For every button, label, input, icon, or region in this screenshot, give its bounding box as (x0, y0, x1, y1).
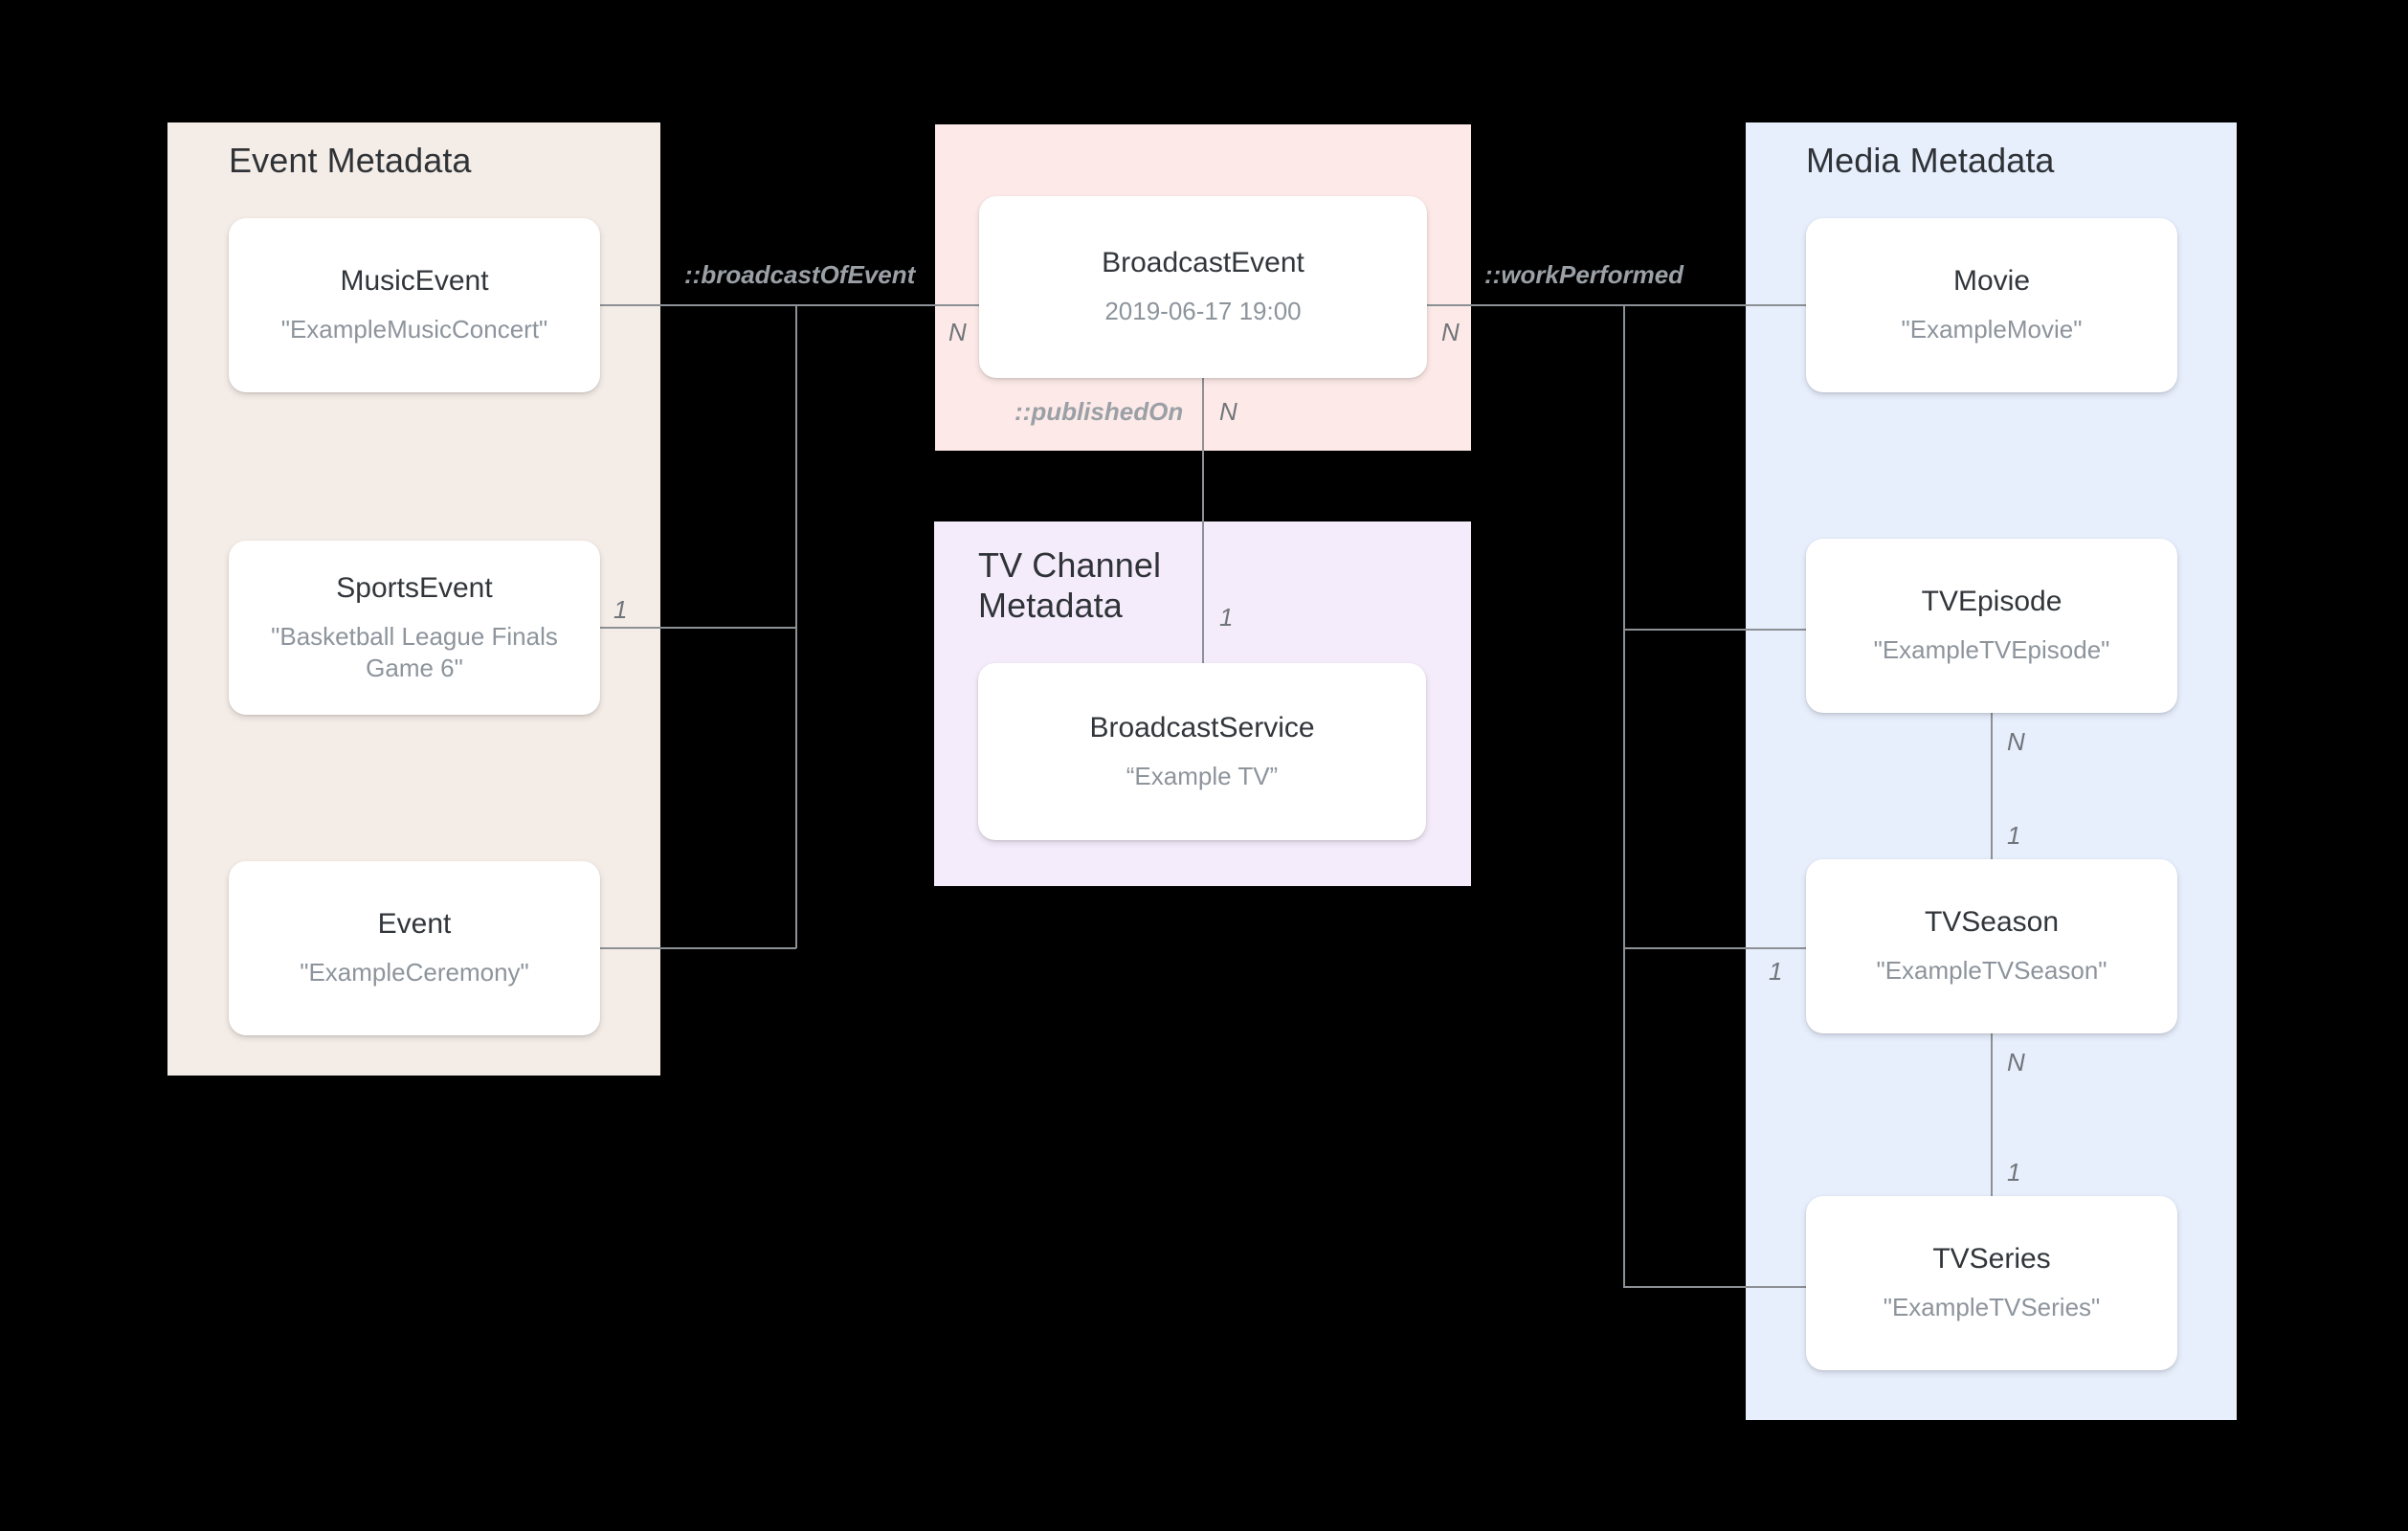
node-title-broadcast-event: BroadcastEvent (1102, 247, 1304, 279)
group-title-tv-channel-metadata: TV Channel Metadata (978, 545, 1162, 626)
connector-tv-series-stub (1623, 1286, 1810, 1288)
node-sports-event[interactable]: SportsEvent "Basketball League Finals Ga… (229, 541, 600, 715)
cardinality-series-1: 1 (2007, 1158, 2021, 1187)
cardinality-media-trunk-1: 1 (1769, 957, 1783, 986)
connector-tv-season-stub (1623, 947, 1810, 949)
node-title-tv-season: TVSeason (1924, 906, 2060, 939)
node-subtitle-movie: "ExampleMovie" (1901, 315, 2083, 344)
node-subtitle-sports-event: "Basketball League Finals Game 6" (271, 621, 558, 682)
connector-movie-stub (1623, 304, 1810, 306)
node-subtitle-tv-season: "ExampleTVSeason" (1876, 956, 2107, 986)
node-subtitle-tv-series: "ExampleTVSeries" (1883, 1293, 2101, 1322)
node-movie[interactable]: Movie "ExampleMovie" (1806, 218, 2177, 392)
node-subtitle-broadcast-service: “Example TV” (1126, 761, 1279, 790)
node-title-broadcast-service: BroadcastService (1089, 711, 1315, 743)
node-subtitle-broadcast-event: 2019-06-17 19:00 (1104, 297, 1302, 326)
node-tv-season[interactable]: TVSeason "ExampleTVSeason" (1806, 859, 2177, 1033)
node-music-event[interactable]: MusicEvent "ExampleMusicConcert" (229, 218, 600, 392)
group-title-event-metadata: Event Metadata (229, 141, 472, 180)
connector-broadcast-of-event-run (795, 304, 982, 306)
node-broadcast-event[interactable]: BroadcastEvent 2019-06-17 19:00 (979, 196, 1427, 378)
group-title-media-metadata: Media Metadata (1806, 141, 2055, 180)
node-subtitle-music-event: "ExampleMusicConcert" (280, 315, 548, 344)
connector-season-to-series (1991, 1033, 1993, 1196)
node-broadcast-service[interactable]: BroadcastService “Example TV” (978, 663, 1426, 840)
cardinality-broadcast-event-left: N (948, 318, 967, 346)
cardinality-published-on-1: 1 (1219, 603, 1234, 632)
cardinality-season-n: N (2007, 1048, 2025, 1076)
node-title-tv-series: TVSeries (1932, 1243, 2051, 1276)
node-title-event: Event (377, 908, 452, 941)
node-title-tv-episode: TVEpisode (1921, 586, 2062, 618)
node-title-sports-event: SportsEvent (336, 571, 493, 604)
edge-label-work-performed: ::workPerformed (1484, 260, 1684, 289)
cardinality-published-on-n: N (1219, 397, 1237, 426)
connector-music-event-stub (600, 304, 796, 306)
node-title-music-event: MusicEvent (340, 265, 489, 298)
cardinality-season-1: 1 (2007, 821, 2021, 850)
connector-tv-episode-stub (1623, 629, 1810, 631)
edge-label-broadcast-of-event: ::broadcastOfEvent (684, 260, 916, 289)
cardinality-sports-event-1: 1 (613, 595, 628, 624)
connector-sports-event-stub (600, 627, 796, 629)
node-tv-series[interactable]: TVSeries "ExampleTVSeries" (1806, 1196, 2177, 1370)
node-subtitle-tv-episode: "ExampleTVEpisode" (1873, 635, 2110, 665)
cardinality-episode-n: N (2007, 727, 2025, 756)
node-event[interactable]: Event "ExampleCeremony" (229, 861, 600, 1035)
connector-event-stub (600, 947, 796, 949)
connector-published-on (1202, 376, 1204, 665)
connector-event-trunk (795, 304, 797, 948)
edge-label-published-on: ::publishedOn (1014, 397, 1184, 426)
node-tv-episode[interactable]: TVEpisode "ExampleTVEpisode" (1806, 539, 2177, 713)
cardinality-broadcast-event-right: N (1441, 318, 1460, 346)
connector-media-trunk (1623, 304, 1625, 1287)
node-title-movie: Movie (1952, 265, 2031, 298)
node-subtitle-event: "ExampleCeremony" (300, 958, 529, 987)
connector-episode-to-season (1991, 713, 1993, 859)
connector-work-performed-run (1425, 304, 1625, 306)
